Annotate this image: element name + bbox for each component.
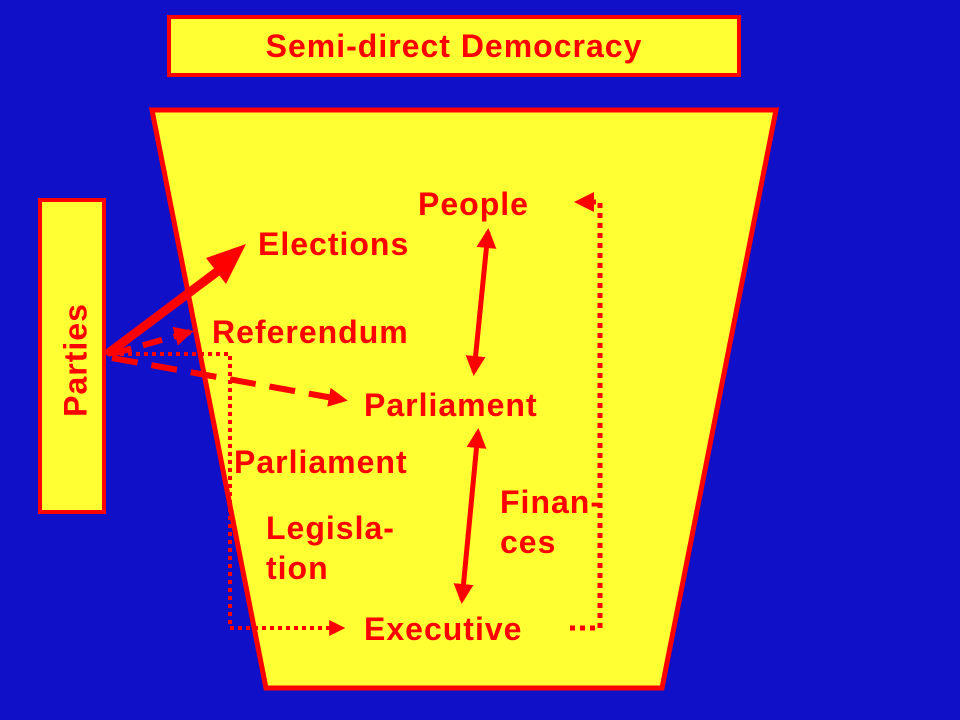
diagram-title: Semi-direct Democracy (167, 15, 741, 77)
label-referendum: Referendum (212, 314, 409, 350)
arrow-parties-referendum (111, 326, 194, 357)
label-people: People (418, 186, 529, 222)
arrow-parties-elections (105, 263, 227, 357)
label-finances-line2: ces (500, 524, 557, 560)
label-executive: Executive (364, 611, 523, 647)
label-finances-line1: Finan- (500, 484, 602, 520)
label-elections: Elections (258, 226, 410, 262)
arrow-people-parliament (465, 228, 497, 376)
parties-box: Parties (38, 198, 106, 514)
label-legislation-line1: Legisla- (266, 510, 395, 546)
label-legislation-line2: tion (266, 550, 329, 586)
arrow-parliament-executive (453, 428, 487, 604)
dotted-path-executive-people (570, 192, 603, 631)
label-finances: Finan- ces (500, 482, 602, 562)
arrowhead-elections (206, 244, 246, 284)
dotted-path-parties-executive (112, 352, 346, 636)
label-legislation: Legisla- tion (266, 508, 395, 588)
label-parliament-left: Parliament (234, 444, 408, 480)
label-parliament-top: Parliament (364, 387, 538, 423)
